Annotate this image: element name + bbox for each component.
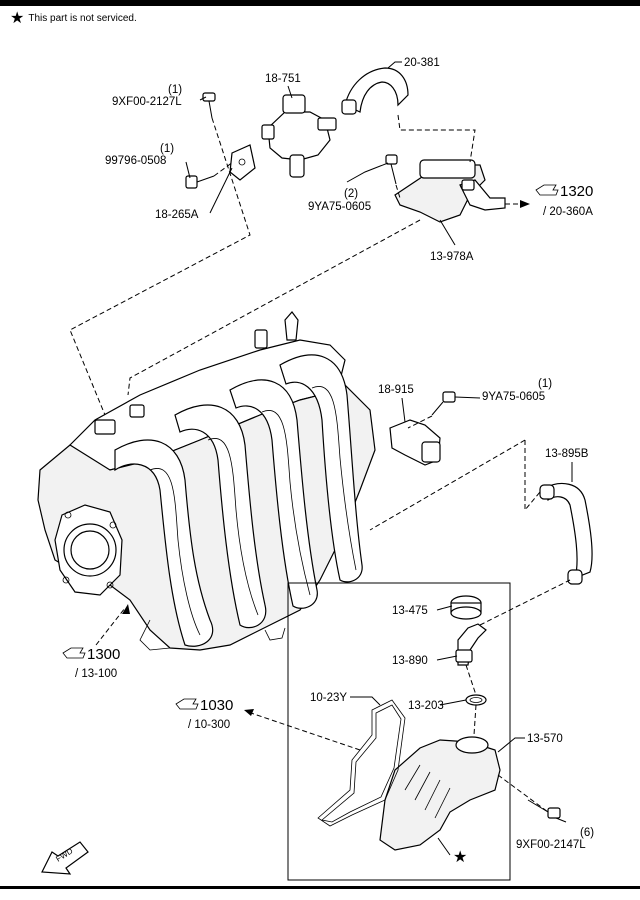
- bolt-99796-0508: [185, 175, 215, 189]
- part-labels: (1) 9XF00-2127L (1) 99796-0508 18-265A 1…: [105, 57, 594, 851]
- vent-hose: [539, 482, 593, 585]
- label-9xf00-2147l-qty: (6): [580, 827, 594, 839]
- label-9xf00-2127l-qty: (1): [168, 84, 182, 96]
- ref-1300: 1300 / 13-100: [62, 646, 120, 680]
- bracket: [229, 144, 256, 181]
- oil-separator: [379, 736, 501, 851]
- gasket-10-23y: [317, 699, 406, 827]
- o-ring-13-203: [465, 694, 487, 706]
- leader-lines: [185, 61, 573, 856]
- ref-1320-number: 1320: [560, 183, 593, 200]
- label-13-978a: 13-978A: [430, 251, 474, 263]
- intake-manifold: [37, 311, 376, 651]
- ref-1030: 1030 / 10-300: [175, 697, 233, 731]
- label-99796-0508: 99796-0508: [105, 155, 166, 167]
- label-13-570: 13-570: [527, 733, 563, 745]
- ref-1030-number: 1030: [200, 697, 233, 714]
- label-18-265a: 18-265A: [155, 209, 199, 221]
- bolt-9ya75-0605-a: [385, 154, 398, 185]
- label-13-890: 13-890: [392, 655, 428, 667]
- label-18-915: 18-915: [378, 384, 414, 396]
- pcv-valve-13-890: [455, 623, 487, 666]
- label-13-895b: 13-895B: [545, 448, 589, 460]
- dashed-connectors: [69, 114, 571, 813]
- oil-separator-group-box: [287, 582, 511, 881]
- fwd-arrow-icon: FWD: [41, 841, 89, 875]
- map-sensor: [389, 419, 441, 466]
- ref-1320-sub: / 20-360A: [543, 206, 593, 218]
- pointing-hand-icon: [175, 698, 199, 710]
- note-text: This part is not serviced.: [28, 13, 137, 24]
- ref-1300-sub: / 13-100: [75, 668, 117, 680]
- top-rule: [0, 0, 640, 6]
- pcv-pipe-assembly: [394, 159, 506, 223]
- label-10-23y: 10-23Y: [310, 692, 347, 704]
- ref-1030-sub: / 10-300: [188, 719, 230, 731]
- label-9ya75-0605-a: 9YA75-0605: [308, 201, 371, 213]
- purge-solenoid: [261, 94, 337, 178]
- star-icon: ★: [10, 9, 25, 27]
- label-9ya75-0605-b-qty: (1): [538, 378, 552, 390]
- ref-1320: 1320 / 20-360A: [535, 183, 593, 218]
- ref-1300-number: 1300: [87, 646, 120, 663]
- label-9ya75-0605-a-qty: (2): [344, 188, 358, 200]
- label-9xf00-2127l: 9XF00-2127L: [112, 96, 182, 108]
- bolt-9xf00-2127l: [202, 92, 216, 119]
- label-13-475: 13-475: [392, 605, 428, 617]
- label-20-381: 20-381: [404, 57, 440, 69]
- label-9xf00-2147l: 9XF00-2147L: [516, 839, 586, 851]
- cap-13-475: [450, 595, 482, 620]
- pointing-hand-icon: [535, 184, 559, 196]
- label-13-203: 13-203: [408, 700, 444, 712]
- label-99796-0508-qty: (1): [160, 143, 174, 155]
- not-serviced-note: ★ This part is not serviced.: [10, 9, 137, 27]
- not-serviced-star-icon: ★: [453, 847, 467, 866]
- bottom-rule: [0, 886, 640, 889]
- label-18-751: 18-751: [265, 73, 301, 85]
- arrow-1300: [122, 604, 130, 614]
- purge-hose: [341, 67, 409, 115]
- pointing-hand-icon: [62, 647, 86, 659]
- label-9ya75-0605-b: 9YA75-0605: [482, 391, 545, 403]
- arrow-1030: [244, 709, 254, 716]
- bolt-9ya75-0605-b: [431, 391, 456, 416]
- arrow-1320: [520, 200, 530, 208]
